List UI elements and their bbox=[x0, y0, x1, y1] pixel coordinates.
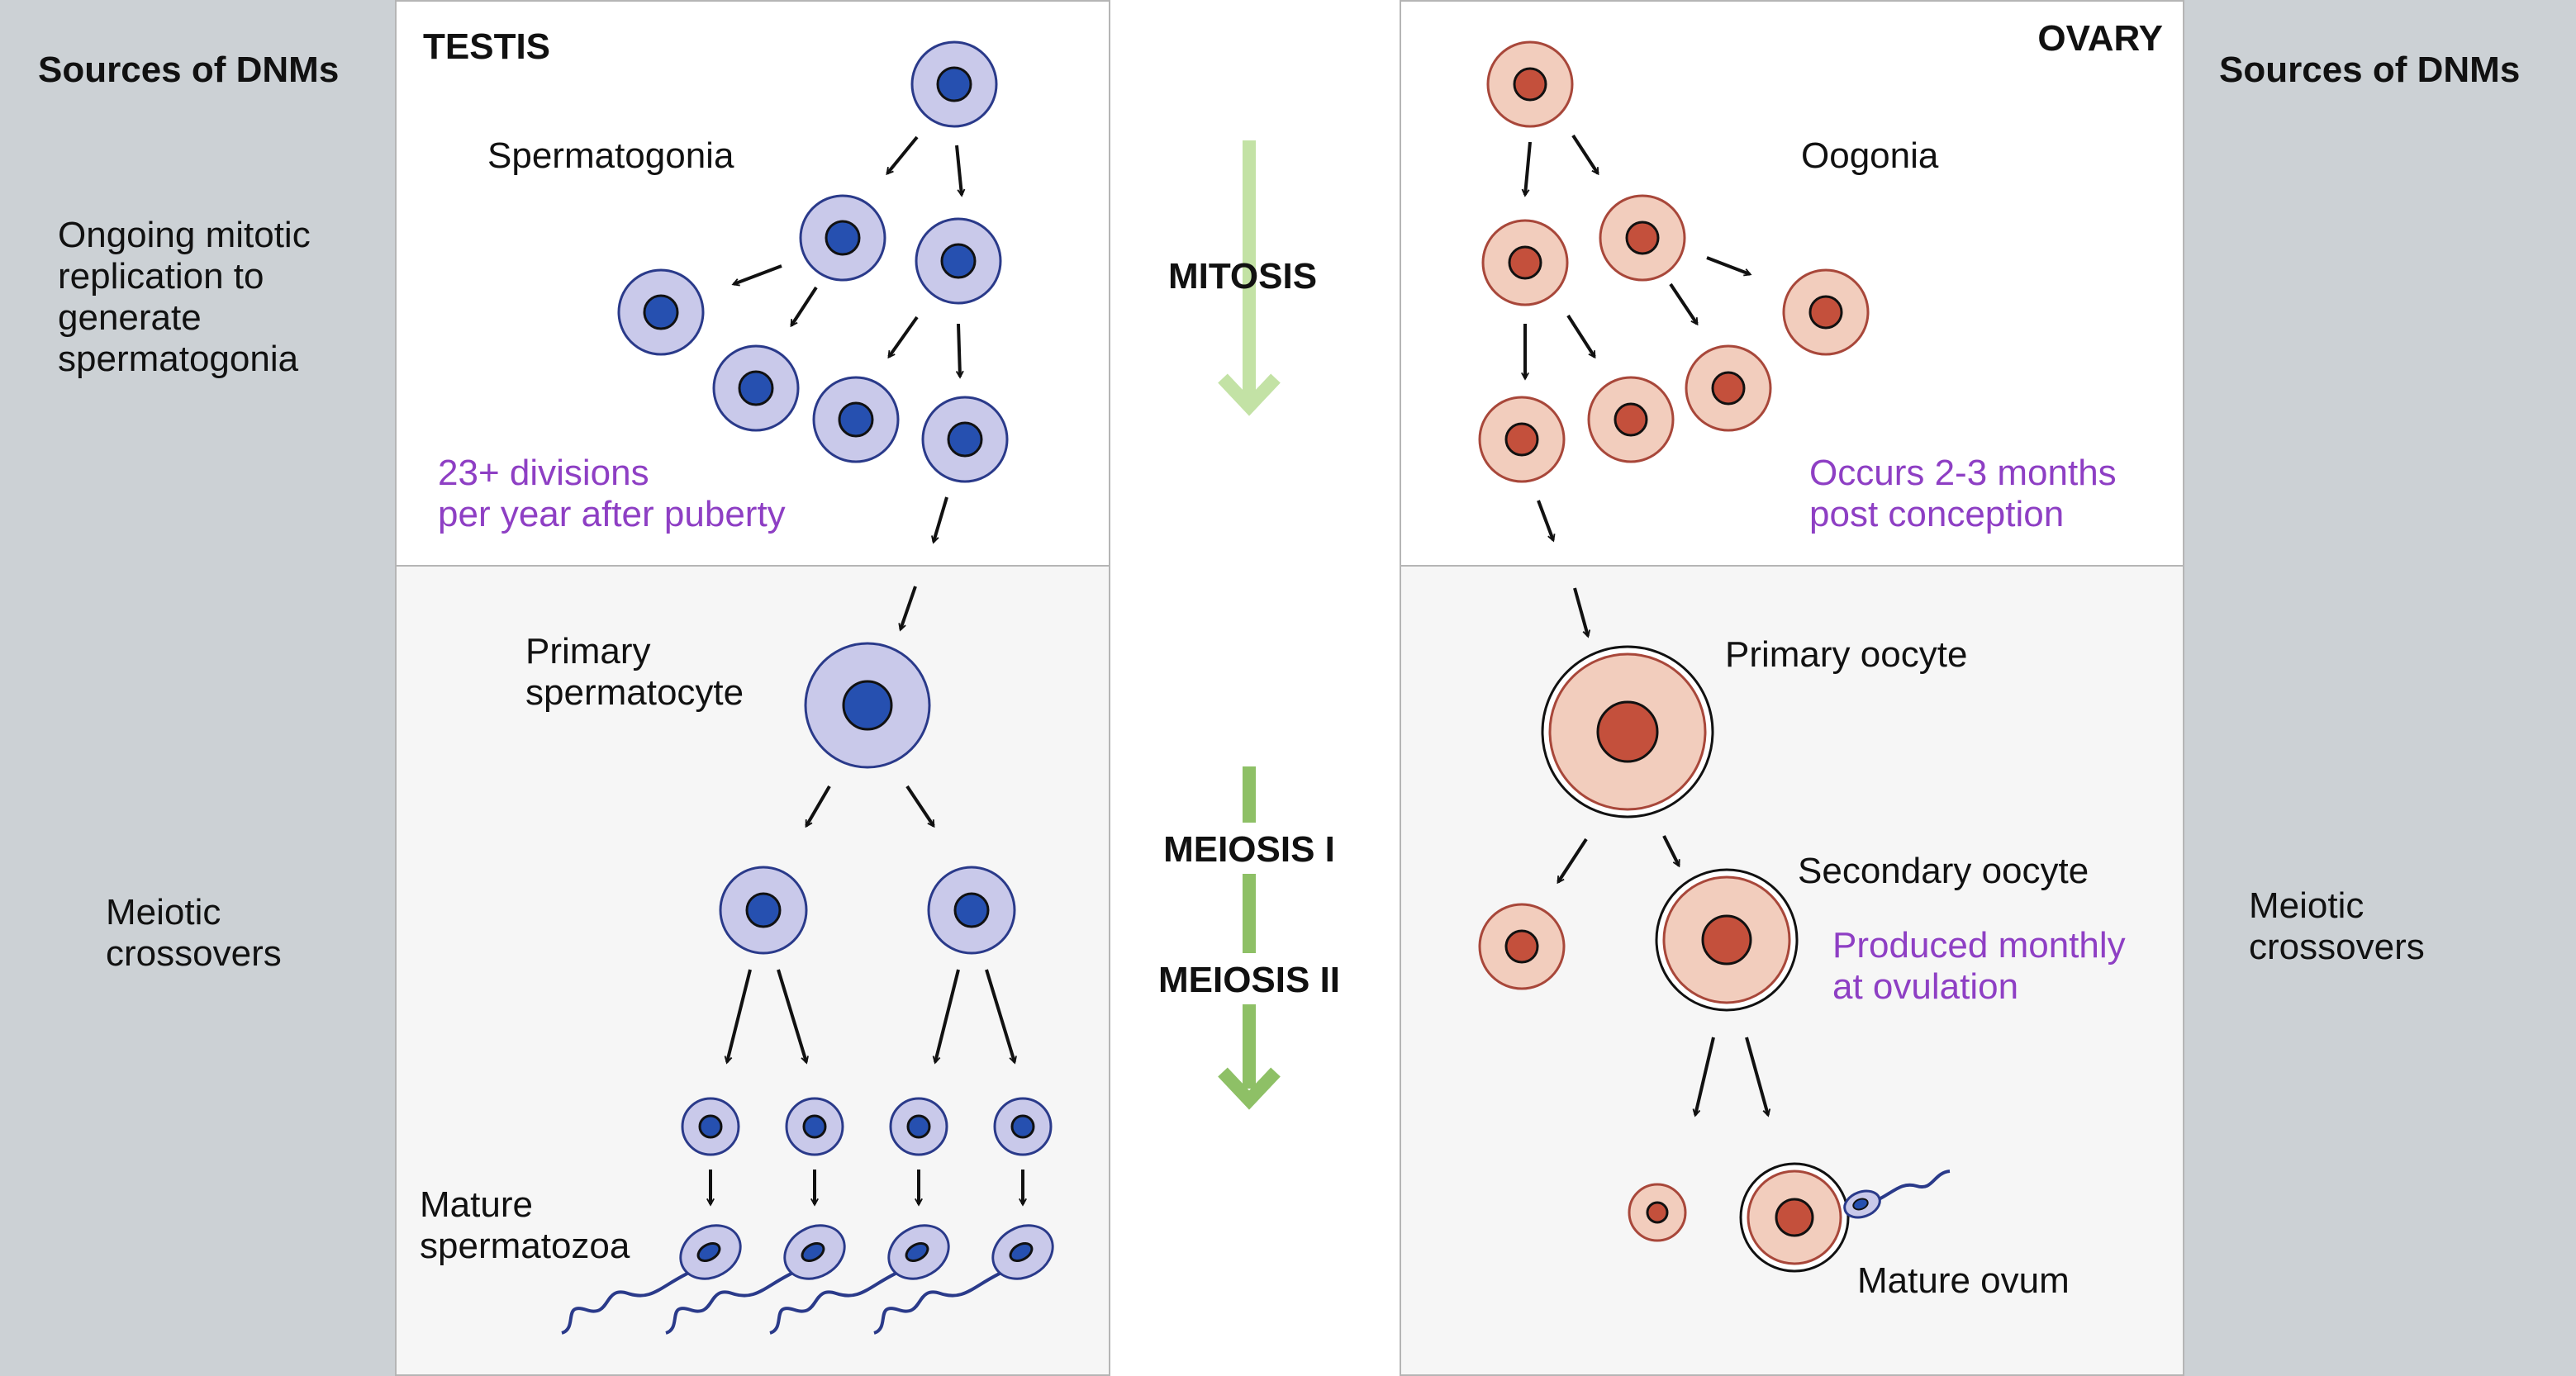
arrow bbox=[905, 785, 935, 826]
right-panel-heading: Sources of DNMs bbox=[2219, 50, 2521, 90]
right-meiosis-source: Meiotic crossovers bbox=[2249, 885, 2425, 967]
secondary-oocyte-note: Produced monthly at ovulation bbox=[1832, 925, 2126, 1007]
arrow bbox=[1557, 837, 1588, 882]
spermatogonium bbox=[617, 268, 705, 356]
spermatid bbox=[785, 1097, 844, 1156]
oogonium bbox=[1685, 344, 1772, 432]
arrow bbox=[901, 586, 917, 629]
primary-oocyte-label: Primary oocyte bbox=[1725, 634, 1968, 675]
meiosis-ii-label: MEIOSIS II bbox=[1157, 960, 1341, 1000]
spermatid bbox=[993, 1097, 1053, 1156]
arrow bbox=[887, 316, 919, 357]
secondary-spermatocyte bbox=[719, 866, 808, 955]
sperm-tail bbox=[665, 1269, 799, 1335]
arrow bbox=[727, 969, 752, 1062]
meiosis-arrow bbox=[1218, 766, 1281, 1110]
polar-body bbox=[1628, 1183, 1687, 1242]
oogonium bbox=[1481, 219, 1569, 306]
oogonium bbox=[1599, 194, 1686, 282]
arrow bbox=[777, 969, 806, 1062]
arrow bbox=[1571, 134, 1599, 173]
fertilizing-sperm-head bbox=[1843, 1189, 1881, 1219]
testis-meiosis-box bbox=[395, 565, 1110, 1376]
sperm-tails bbox=[561, 1170, 1951, 1335]
right-sources-panel bbox=[2183, 0, 2576, 1376]
arrow bbox=[1566, 314, 1596, 357]
secondary-oocyte bbox=[1655, 868, 1799, 1012]
arrow bbox=[1537, 500, 1553, 540]
arrow bbox=[887, 135, 919, 173]
sperm-tail bbox=[561, 1269, 695, 1335]
spermatogonium bbox=[799, 194, 886, 282]
primary-spermatocyte bbox=[804, 642, 931, 769]
mature-ovum bbox=[1739, 1162, 1850, 1273]
left-mitosis-source: Ongoing mitotic replication to generate … bbox=[58, 215, 311, 379]
arrow bbox=[1695, 1037, 1715, 1115]
mature-ovum-label: Mature ovum bbox=[1857, 1260, 2070, 1301]
arrow bbox=[934, 496, 948, 542]
oogonium bbox=[1782, 268, 1870, 356]
spermatogonium bbox=[712, 344, 800, 432]
left-sources-panel bbox=[0, 0, 397, 1376]
arrow bbox=[958, 323, 960, 377]
arrow bbox=[1525, 141, 1532, 195]
oogonium bbox=[1478, 396, 1566, 483]
secondary-spermatocyte bbox=[927, 866, 1016, 955]
arrow bbox=[935, 969, 960, 1062]
arrow bbox=[734, 264, 782, 284]
arrow bbox=[1706, 256, 1750, 274]
spermatozoon-head bbox=[887, 1224, 950, 1280]
sperm-tail bbox=[1871, 1170, 1951, 1204]
stage-arrows bbox=[1218, 140, 1281, 1110]
arrow bbox=[790, 286, 818, 325]
spermatozoon-head bbox=[679, 1224, 742, 1280]
spermatogonium bbox=[910, 40, 998, 128]
ovary-title: OVARY bbox=[2037, 18, 2163, 59]
arrow bbox=[805, 785, 831, 826]
left-panel-heading: Sources of DNMs bbox=[38, 50, 340, 90]
testis-title: TESTIS bbox=[423, 26, 551, 67]
spermatid bbox=[889, 1097, 948, 1156]
arrow bbox=[1669, 282, 1699, 324]
polar-body bbox=[1478, 903, 1566, 990]
mitosis-label: MITOSIS bbox=[1167, 256, 1318, 297]
spermatid bbox=[681, 1097, 740, 1156]
left-meiosis-source: Meiotic crossovers bbox=[106, 892, 282, 974]
meiosis-i-label: MEIOSIS I bbox=[1163, 829, 1335, 870]
cells bbox=[617, 40, 1881, 1280]
spermatogonia-label: Spermatogonia bbox=[487, 135, 734, 176]
primary-oocyte bbox=[1541, 645, 1714, 818]
arrow bbox=[1662, 835, 1680, 866]
secondary-oocyte-label: Secondary oocyte bbox=[1798, 851, 2089, 891]
oogonium bbox=[1486, 40, 1574, 128]
arrow bbox=[1745, 1037, 1768, 1115]
spermatogonium bbox=[812, 376, 900, 463]
oogonium bbox=[1587, 376, 1675, 463]
testis-division-note: 23+ divisions per year after puberty bbox=[438, 453, 786, 534]
sperm-tail bbox=[873, 1269, 1007, 1335]
lineage-arrows bbox=[711, 134, 1768, 1204]
spermatozoon-head bbox=[783, 1224, 846, 1280]
mitosis-arrow bbox=[1218, 140, 1281, 416]
primary-spermatocyte-label: Primary spermatocyte bbox=[525, 631, 744, 713]
spermatozoon-head bbox=[991, 1224, 1054, 1280]
arrow bbox=[1573, 587, 1588, 636]
arrow bbox=[985, 969, 1015, 1062]
mature-spermatozoa-label: Mature spermatozoa bbox=[420, 1184, 630, 1266]
spermatogonium bbox=[921, 396, 1009, 483]
oogonia-label: Oogonia bbox=[1801, 135, 1939, 176]
arrow bbox=[955, 145, 962, 195]
sperm-tail bbox=[769, 1269, 903, 1335]
ovary-timing-note: Occurs 2-3 months post conception bbox=[1809, 453, 2117, 534]
spermatogonium bbox=[915, 217, 1002, 305]
